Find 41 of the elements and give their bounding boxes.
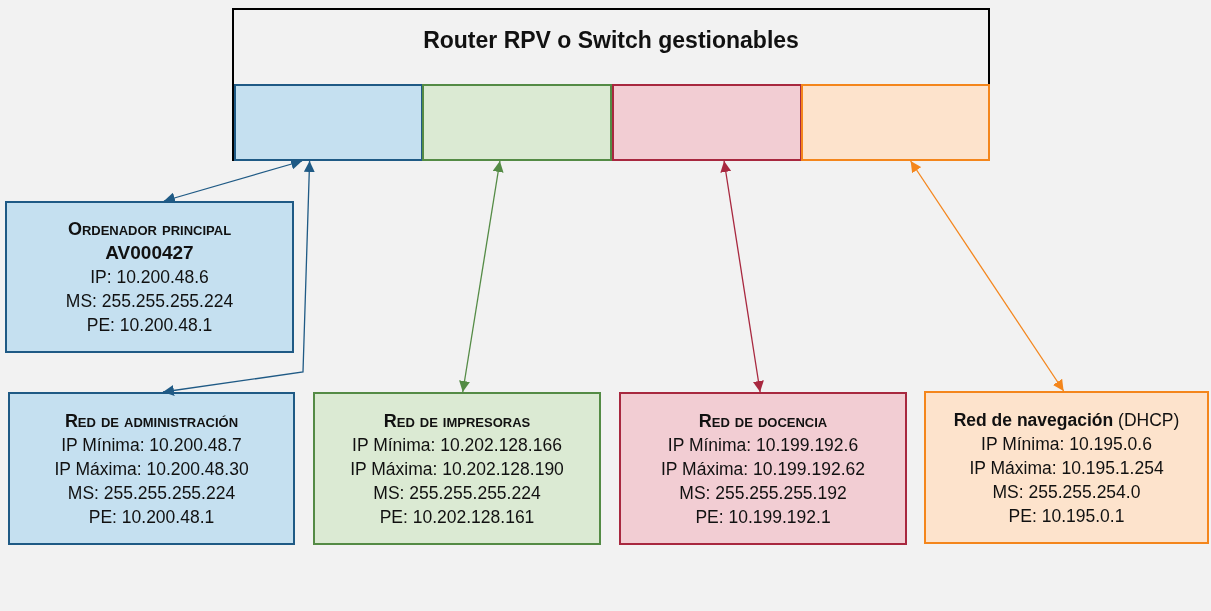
double-arrow — [162, 160, 315, 396]
network-box — [619, 392, 907, 545]
double-arrow — [163, 158, 303, 204]
heading-text: Red de navegación (DHCP) — [953, 408, 1180, 432]
detail-text: IP Mínima: 10.199.192.6 — [667, 433, 859, 457]
port-box — [234, 84, 423, 161]
detail-text: PE: 10.195.0.1 — [1008, 504, 1125, 528]
heading-text: Red de impresoras — [383, 409, 531, 433]
detail-text: IP Mínima: 10.202.128.166 — [352, 433, 562, 457]
heading-text: Red de administración — [64, 409, 239, 433]
double-arrow — [459, 160, 504, 393]
detail-text: MS: 255.255.255.192 — [679, 481, 847, 505]
network-box — [8, 392, 295, 545]
port-box — [801, 84, 990, 161]
heading-text: Ordenador principal — [67, 218, 232, 241]
network-box — [313, 392, 601, 545]
double-arrow — [720, 160, 764, 393]
detail-text: MS: 255.255.254.0 — [992, 480, 1141, 504]
heading-text: Red de docencia — [698, 409, 828, 433]
detail-text: PE: 10.200.48.1 — [86, 314, 213, 337]
port-box — [612, 84, 802, 161]
detail-text: MS: 255.255.255.224 — [373, 481, 541, 505]
detail-text: PE: 10.200.48.1 — [88, 505, 215, 529]
detail-text: IP: 10.200.48.6 — [90, 266, 209, 289]
double-arrow — [909, 160, 1065, 392]
detail-text: PE: 10.199.192.1 — [695, 505, 831, 529]
router-box — [232, 8, 990, 161]
detail-text: PE: 10.202.128.161 — [379, 505, 535, 529]
detail-text: IP Máxima: 10.195.1.254 — [969, 456, 1164, 480]
detail-text: MS: 255.255.255.224 — [67, 481, 236, 505]
heading-text: Router RPV o Switch gestionables — [423, 28, 799, 52]
detail-text: IP Máxima: 10.202.128.190 — [350, 457, 564, 481]
detail-text: IP Mínima: 10.195.0.6 — [981, 432, 1152, 456]
detail-text: IP Máxima: 10.200.48.30 — [54, 457, 249, 481]
detail-text: MS: 255.255.255.224 — [65, 290, 234, 313]
detail-text: IP Mínima: 10.200.48.7 — [61, 433, 242, 457]
computer-box — [5, 201, 294, 353]
network-box — [924, 391, 1209, 544]
heading-text: AV000427 — [105, 241, 194, 265]
port-box — [422, 84, 612, 161]
detail-text: IP Máxima: 10.199.192.62 — [661, 457, 865, 481]
